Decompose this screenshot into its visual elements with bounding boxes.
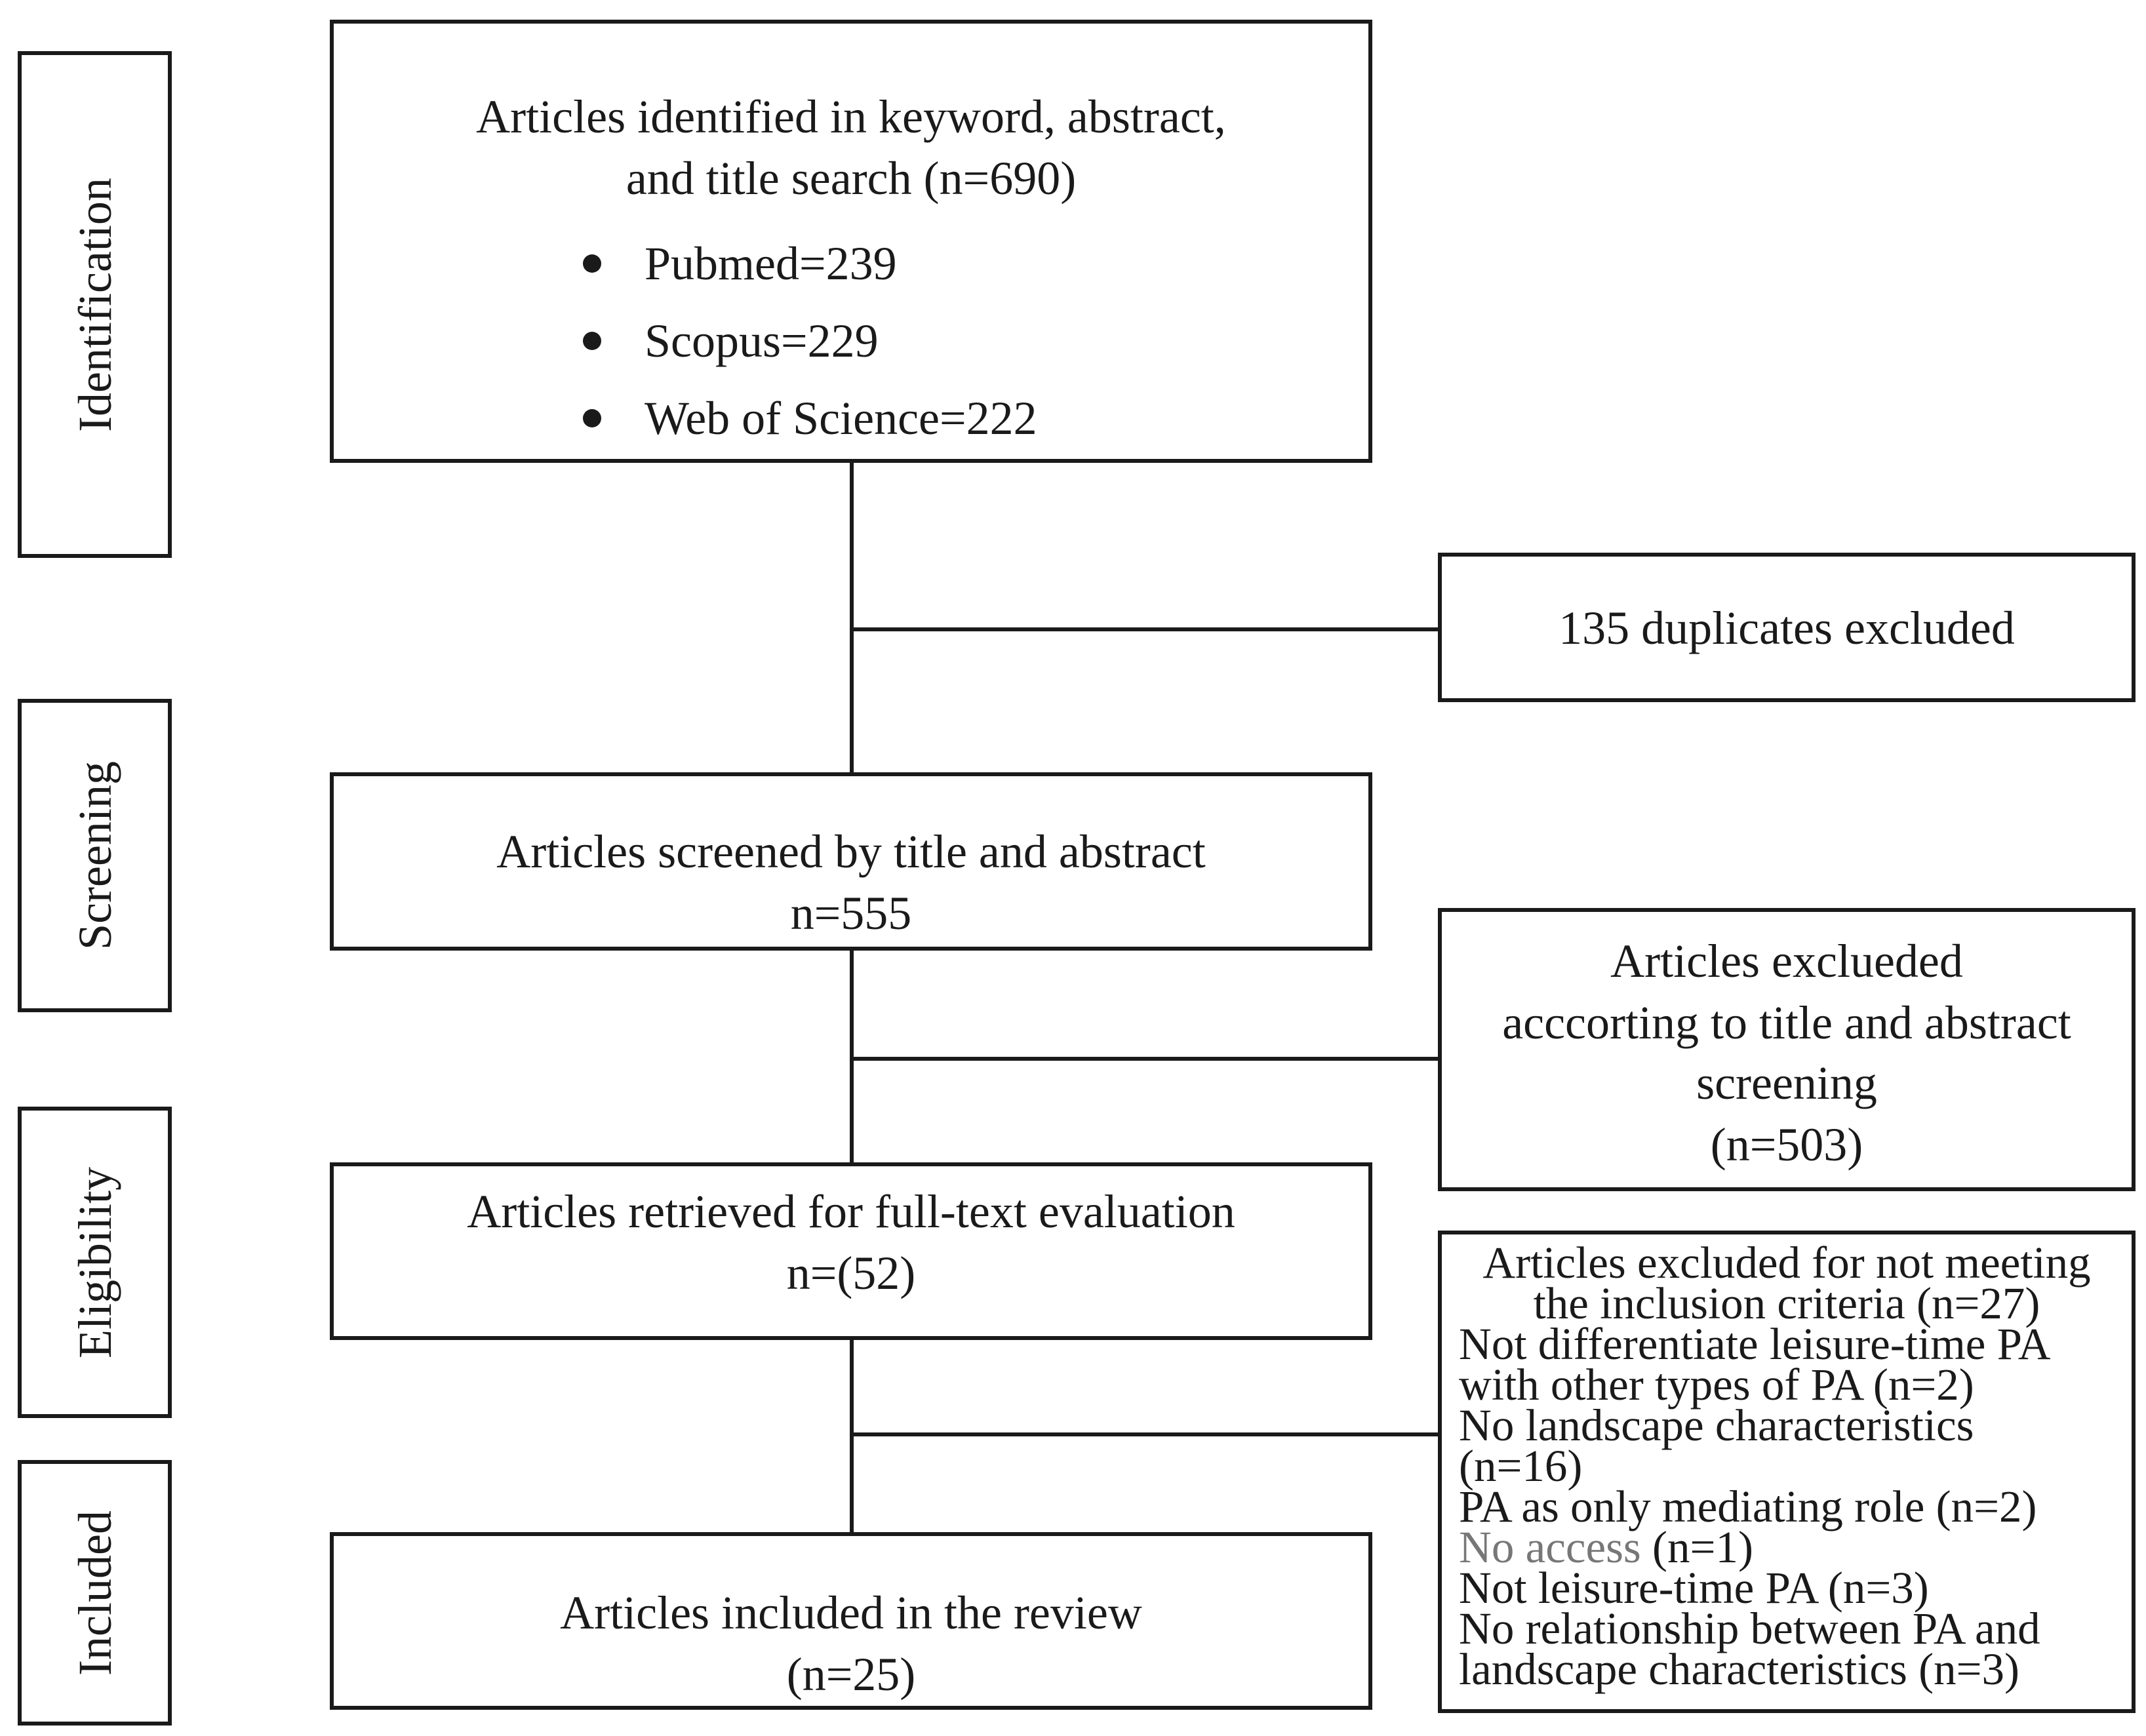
source-item-web-of-science: Web of Science=222 <box>583 395 1037 472</box>
source-label: Web of Science=222 <box>645 392 1037 444</box>
identified-line2: and title search (n=690) <box>626 152 1077 205</box>
phase-included: Included <box>18 1460 172 1726</box>
exclusion-reason-no-access-label: No access <box>1459 1522 1641 1572</box>
fulltext-excluded-head2: the inclusion criteria (n=27) <box>1533 1278 2040 1328</box>
screening-excluded-line1: Articles exclueded <box>1610 935 1963 987</box>
included-line1: Articles included in the review <box>560 1587 1142 1639</box>
exclusion-reason: PA as only mediating role (n=2) <box>1459 1482 2037 1531</box>
included-box: Articles included in the review (n=25) <box>330 1532 1372 1710</box>
phase-eligibility-label: Eligibility <box>68 1166 121 1358</box>
duplicates-box: 135 duplicates excluded <box>1438 553 2136 702</box>
connector-branch-fulltext-excluded <box>850 1432 1440 1436</box>
exclusion-reason: Not leisure-time PA (n=3) <box>1459 1563 1929 1613</box>
source-item-pubmed: Pubmed=239 <box>583 240 1037 317</box>
phase-included-label: Included <box>68 1510 121 1676</box>
exclusion-reason: with other types of PA (n=2) <box>1459 1360 1974 1410</box>
bullet-icon <box>583 254 601 273</box>
retrieved-line2: n=(52) <box>786 1247 916 1299</box>
screening-excluded-line3: screening <box>1696 1057 1877 1109</box>
phase-screening-label: Screening <box>68 761 121 950</box>
exclusion-reason: No landscape characteristics <box>1459 1400 1974 1450</box>
source-list: Pubmed=239 Scopus=229 Web of Science=222 <box>583 240 1037 472</box>
screening-excluded-line4: (n=503) <box>1710 1118 1863 1171</box>
source-label: Scopus=229 <box>645 315 879 367</box>
screened-line1: Articles screened by title and abstract <box>496 825 1206 878</box>
source-label: Pubmed=239 <box>645 237 897 290</box>
fulltext-excluded-text: Articles excluded for not meeting the in… <box>1446 1238 2128 1694</box>
exclusion-reason: landscape characteristics (n=3) <box>1459 1644 2019 1694</box>
screened-box: Articles screened by title and abstract … <box>330 772 1372 951</box>
connector-main-1 <box>850 461 854 774</box>
phase-screening: Screening <box>18 699 172 1012</box>
exclusion-reason: (n=16) <box>1459 1441 1583 1491</box>
fulltext-excluded-box: Articles excluded for not meeting the in… <box>1438 1231 2136 1713</box>
exclusion-reason-no-access: No access (n=1) <box>1446 1525 2128 1570</box>
source-item-scopus: Scopus=229 <box>583 317 1037 395</box>
screening-excluded-line2: acccorting to title and abstract <box>1502 996 2071 1049</box>
connector-branch-screening-excluded <box>850 1057 1440 1061</box>
connector-branch-duplicates <box>850 627 1440 631</box>
connector-main-2 <box>850 947 854 1165</box>
exclusion-reason-no-access-count: (n=1) <box>1652 1522 1753 1572</box>
identified-box: Articles identified in keyword, abstract… <box>330 20 1372 463</box>
phase-eligibility: Eligibility <box>18 1107 172 1418</box>
screening-excluded-box: Articles exclueded acccorting to title a… <box>1438 908 2136 1191</box>
retrieved-line1: Articles retrieved for full-text evaluat… <box>467 1185 1235 1238</box>
fulltext-excluded-head1: Articles excluded for not meeting <box>1482 1238 2091 1288</box>
bullet-icon <box>583 409 601 427</box>
exclusion-reason: Not differentiate leisure-time PA <box>1459 1319 2051 1369</box>
bullet-icon <box>583 332 601 350</box>
retrieved-box: Articles retrieved for full-text evaluat… <box>330 1162 1372 1340</box>
identified-line1: Articles identified in keyword, abstract… <box>476 90 1226 143</box>
duplicates-label: 135 duplicates excluded <box>1559 602 2015 654</box>
exclusion-reason: No relationship between PA and <box>1459 1604 2040 1653</box>
included-line2: (n=25) <box>786 1648 916 1701</box>
phase-identification-label: Identification <box>68 177 121 432</box>
phase-identification: Identification <box>18 51 172 558</box>
screened-line2: n=555 <box>790 887 912 939</box>
